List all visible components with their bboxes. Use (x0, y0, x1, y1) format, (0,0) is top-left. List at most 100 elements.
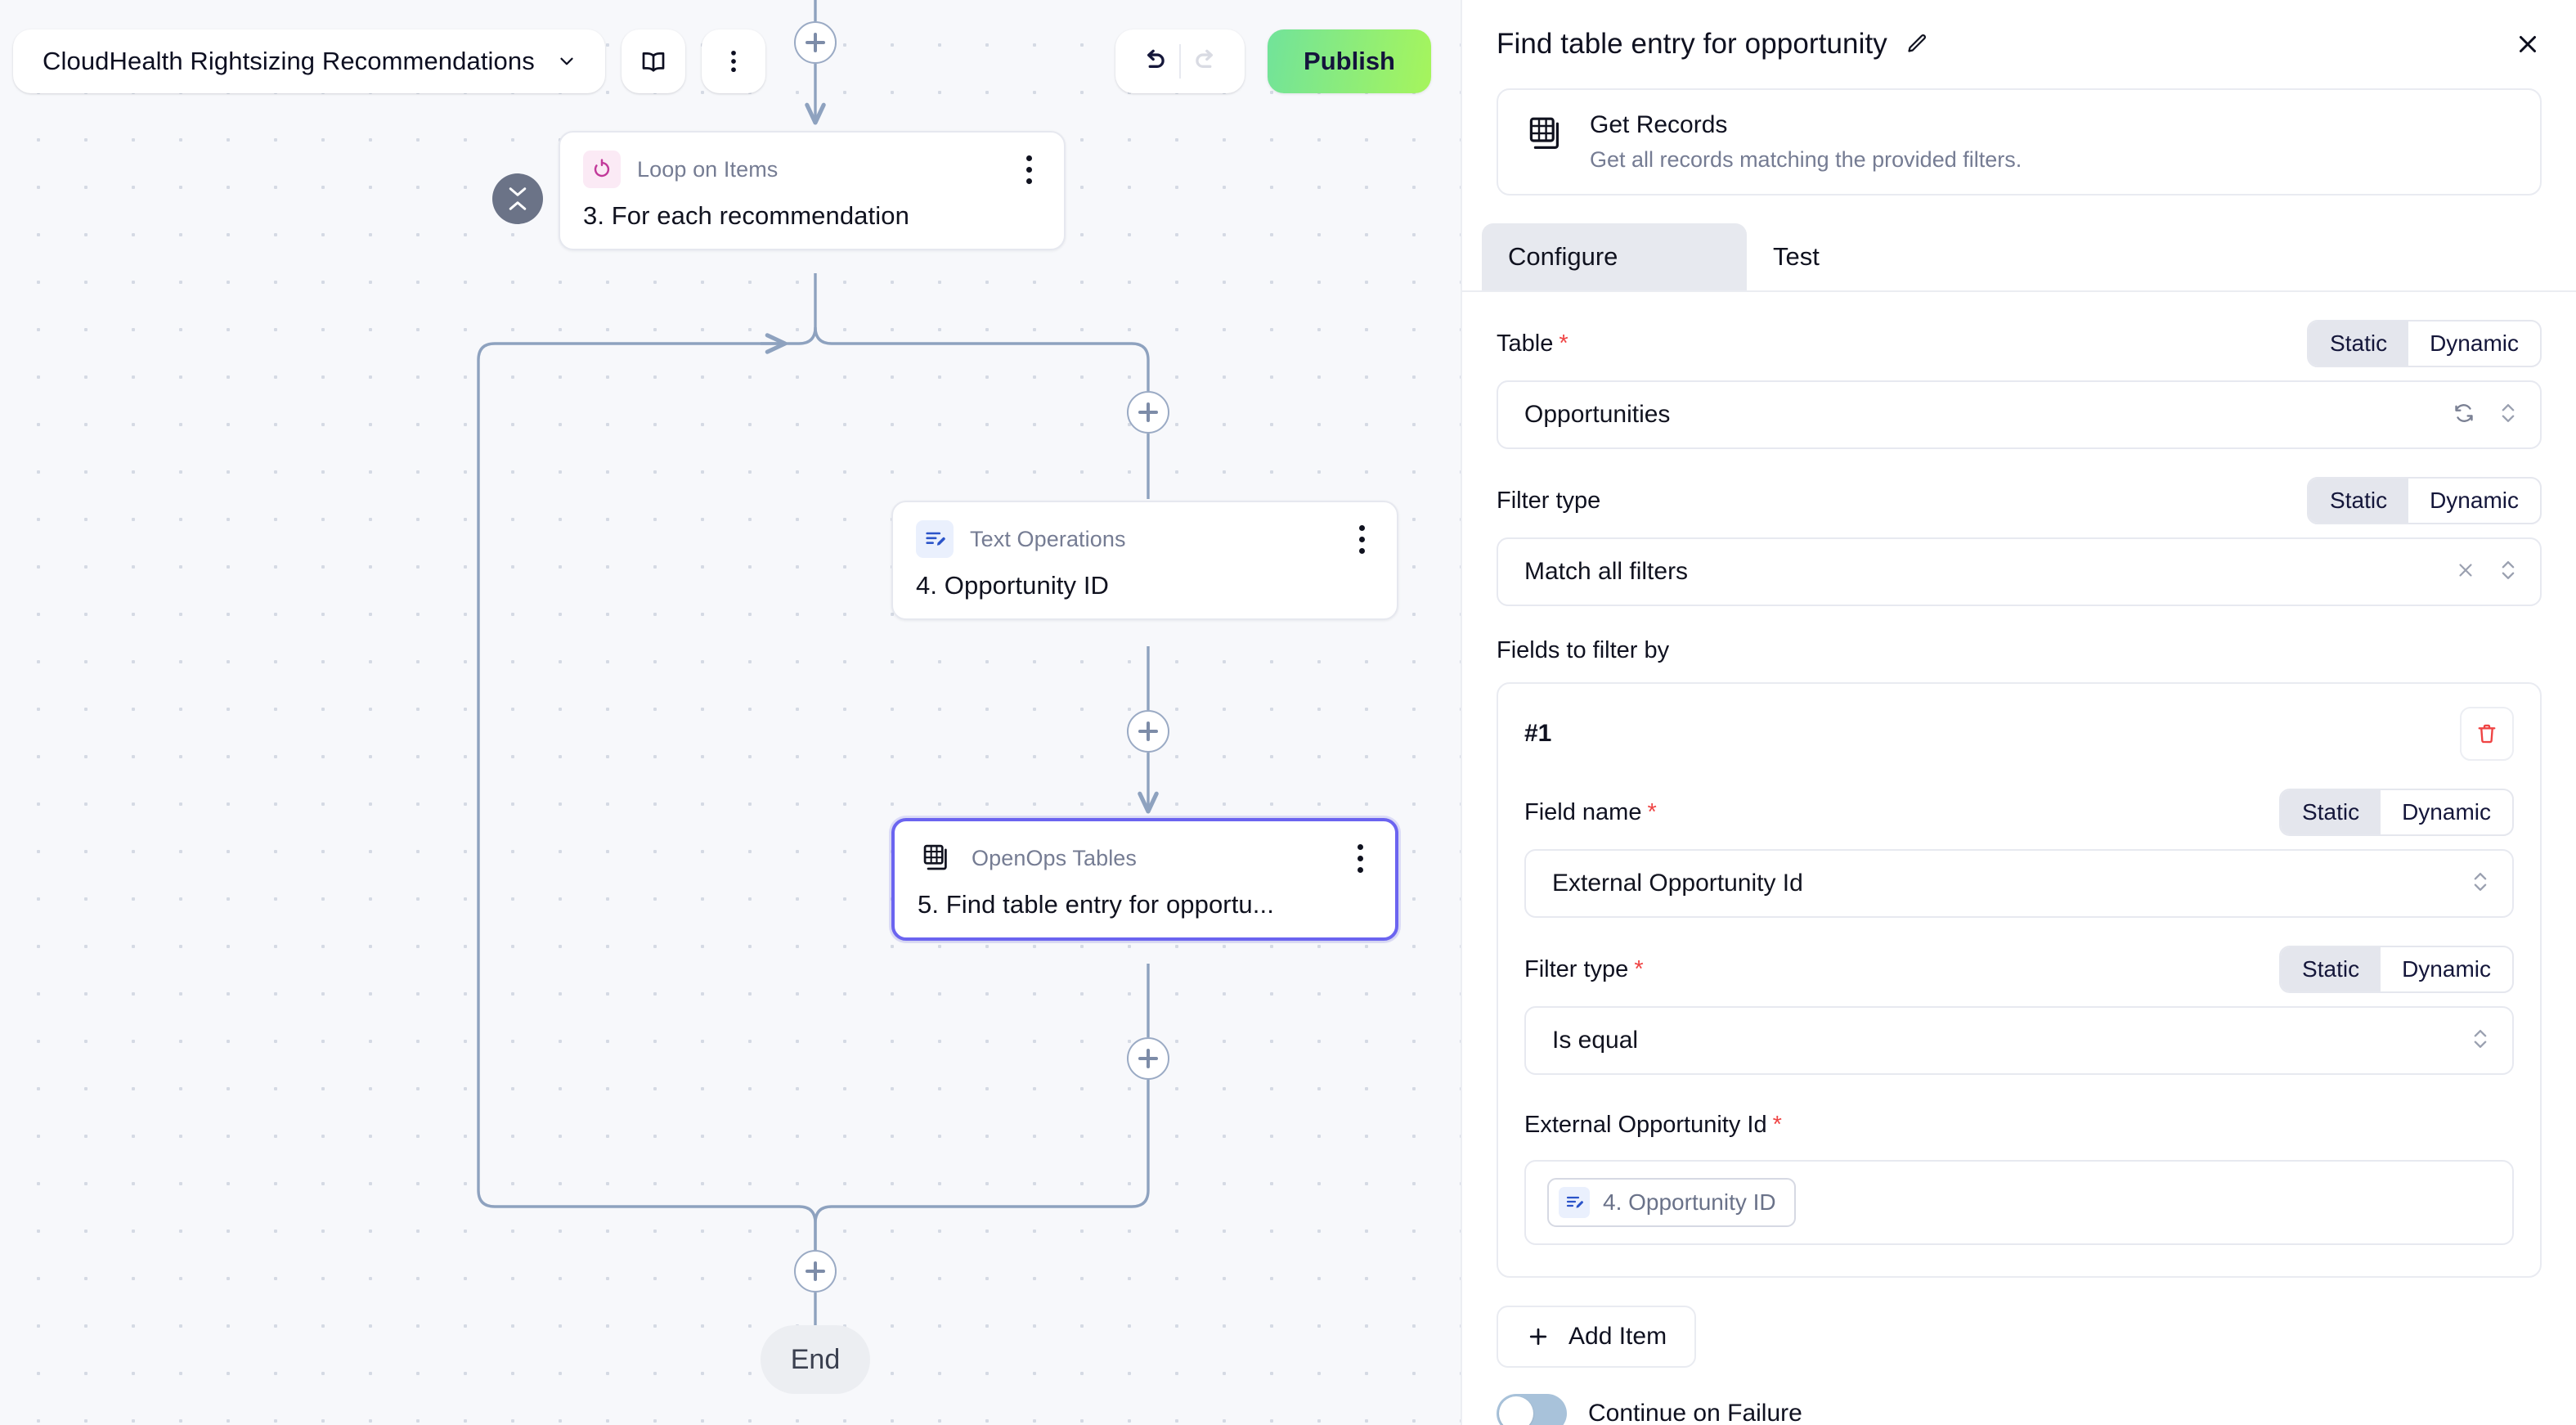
close-icon[interactable] (2455, 560, 2476, 585)
field-name-select[interactable]: External Opportunity Id (1524, 849, 2514, 918)
chevron-up-icon (509, 201, 527, 210)
mention-chip[interactable]: 4. Opportunity ID (1547, 1178, 1796, 1227)
node-title: 3. For each recommendation (583, 201, 909, 230)
canvas-more-button[interactable] (701, 29, 765, 93)
table-select[interactable]: Opportunities (1497, 380, 2542, 449)
node-more-icon[interactable] (1348, 524, 1376, 554)
trash-icon (2478, 724, 2496, 744)
continue-on-failure-label: Continue on Failure (1588, 1400, 1802, 1425)
field-name-row: Field name * Static Dynamic (1524, 789, 2514, 836)
chevron-updown-icon[interactable] (2497, 557, 2519, 587)
add-step-button[interactable] (1127, 391, 1169, 434)
tab-configure[interactable]: Configure (1482, 223, 1747, 290)
filter-item-number: #1 (1524, 720, 1552, 747)
required-marker: * (1647, 798, 1657, 825)
refresh-icon[interactable] (2452, 401, 2476, 429)
collapse-loop-button[interactable] (492, 173, 543, 224)
filter-value-label: External Opportunity Id (1524, 1111, 1767, 1138)
table-stack-icon (1523, 111, 1568, 154)
required-marker: * (1634, 955, 1644, 982)
table-mode-toggle[interactable]: Static Dynamic (2307, 320, 2542, 367)
filter-value-row: External Opportunity Id * (1524, 1103, 2514, 1147)
text-edit-icon (1559, 1187, 1590, 1218)
required-marker: * (1559, 330, 1568, 357)
toggle-knob (1499, 1396, 1533, 1425)
undo-button[interactable] (1129, 29, 1179, 93)
node-kind-label: OpenOps Tables (972, 845, 1138, 870)
chevron-updown-icon[interactable] (2497, 400, 2519, 430)
filter-item-type-mode-static[interactable]: Static (2281, 947, 2381, 991)
flow-node-loop-on-items[interactable]: Loop on Items 3. For each recommendation (559, 131, 1066, 250)
pencil-icon[interactable] (1904, 32, 1928, 56)
add-item-label: Add Item (1568, 1323, 1667, 1350)
node-more-icon[interactable] (1015, 155, 1043, 184)
action-text: Get Records Get all records matching the… (1590, 111, 2022, 173)
delete-filter-button[interactable] (2460, 707, 2514, 761)
field-name-mode-static[interactable]: Static (2281, 790, 2381, 834)
workflow-name-select[interactable]: CloudHealth Rightsizing Recommendations (13, 29, 605, 93)
node-kind-label: Text Operations (970, 526, 1126, 551)
tab-test[interactable]: Test (1773, 242, 1820, 271)
undo-redo-group (1115, 29, 1245, 93)
text-edit-icon (916, 520, 954, 558)
filter-item-card: #1 Field name * Static Dynamic (1497, 682, 2542, 1278)
table-mode-static[interactable]: Static (2309, 321, 2409, 366)
table-mode-dynamic[interactable]: Dynamic (2430, 330, 2519, 356)
add-item-button[interactable]: Add Item (1497, 1306, 1697, 1368)
filter-type-mode-dynamic[interactable]: Dynamic (2430, 488, 2519, 513)
filter-type-mode-toggle[interactable]: Static Dynamic (2307, 477, 2542, 524)
add-step-button[interactable] (794, 21, 837, 64)
field-name-mode-toggle[interactable]: Static Dynamic (2279, 789, 2514, 836)
more-vertical-icon (730, 50, 736, 73)
panel-tabs: Configure Test (1462, 223, 2576, 292)
close-panel-button[interactable] (2514, 30, 2542, 58)
configure-form: Table * Static Dynamic Opportunities (1462, 320, 2576, 1278)
canvas-toolbar-left: CloudHealth Rightsizing Recommendations (13, 29, 765, 93)
workflow-canvas[interactable]: CloudHealth Rightsizing Recommendations (0, 0, 1461, 1425)
filter-type-label: Filter type (1497, 487, 1601, 514)
end-label: End (790, 1343, 841, 1375)
undo-icon (1147, 49, 1165, 68)
filter-type-field-row: Filter type Static Dynamic (1497, 477, 2542, 524)
flow-node-text-operations[interactable]: Text Operations 4. Opportunity ID (891, 501, 1398, 620)
node-more-icon[interactable] (1346, 843, 1374, 873)
filter-item-header: #1 (1524, 707, 2514, 761)
node-header: OpenOps Tables (918, 839, 1374, 877)
filter-item-type-row: Filter type * Static Dynamic (1524, 946, 2514, 993)
redo-icon (1196, 49, 1214, 68)
publish-button[interactable]: Publish (1268, 29, 1431, 93)
canvas-toolbar-right: Publish (1115, 29, 1431, 93)
table-value: Opportunities (1524, 401, 1671, 428)
continue-on-failure-toggle[interactable] (1497, 1394, 1567, 1425)
filter-item-type-mode-toggle[interactable]: Static Dynamic (2279, 946, 2514, 993)
add-step-button[interactable] (1127, 1037, 1169, 1080)
action-name: Get Records (1590, 111, 1728, 138)
filter-item-type-value: Is equal (1552, 1027, 1639, 1054)
chevron-updown-icon[interactable] (2470, 1026, 2491, 1056)
filter-value-input[interactable]: 4. Opportunity ID (1524, 1160, 2514, 1245)
filter-type-select[interactable]: Match all filters (1497, 537, 2542, 606)
field-name-mode-dynamic[interactable]: Dynamic (2402, 799, 2491, 825)
workflow-name-label: CloudHealth Rightsizing Recommendations (43, 47, 535, 75)
filter-type-mode-static[interactable]: Static (2309, 479, 2409, 523)
continue-on-failure-row: Continue on Failure (1497, 1394, 2542, 1425)
step-settings-panel: Find table entry for opportunity (1461, 0, 2576, 1425)
node-title: 4. Opportunity ID (916, 571, 1110, 600)
redo-button[interactable] (1181, 29, 1232, 93)
add-step-button[interactable] (794, 1250, 837, 1292)
chevron-updown-icon[interactable] (2470, 869, 2491, 899)
filter-type-value: Match all filters (1524, 558, 1689, 585)
chevron-down-icon (509, 187, 527, 196)
flow-node-openops-tables[interactable]: OpenOps Tables 5. Find table entry for o… (891, 818, 1398, 941)
filter-item-type-mode-dynamic[interactable]: Dynamic (2402, 956, 2491, 982)
field-name-label: Field name (1524, 798, 1642, 825)
table-stack-icon (918, 839, 955, 877)
node-title: 5. Find table entry for opportu... (918, 890, 1274, 919)
table-label: Table (1497, 330, 1554, 357)
action-summary-card: Get Records Get all records matching the… (1497, 88, 2542, 196)
filter-item-type-select[interactable]: Is equal (1524, 1006, 2514, 1075)
add-step-button[interactable] (1127, 710, 1169, 753)
panel-header: Find table entry for opportunity (1462, 0, 2576, 61)
docs-button[interactable] (621, 29, 685, 93)
